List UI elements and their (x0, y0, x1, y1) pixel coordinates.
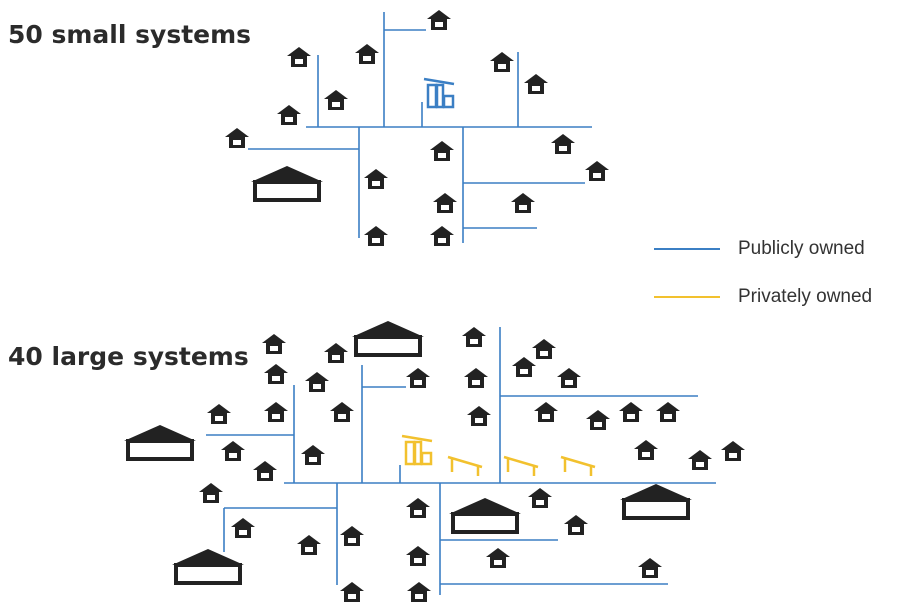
house-icon (324, 90, 348, 110)
house-icon (656, 402, 680, 422)
house-icon (462, 327, 486, 347)
house-icon (297, 535, 321, 555)
house-icon (551, 134, 575, 154)
house-icon (490, 52, 514, 72)
house-icon (262, 334, 286, 354)
solar-panel-icon (502, 455, 540, 478)
legend-public: Publicly owned (654, 238, 865, 260)
house-icon (534, 402, 558, 422)
house-icon (619, 402, 643, 422)
legend-public-label: Publicly owned (738, 238, 865, 259)
house-icon (277, 105, 301, 125)
house-icon (427, 10, 451, 30)
house-icon (430, 141, 454, 161)
house-icon (199, 483, 223, 503)
house-icon (564, 515, 588, 535)
house-icon (406, 546, 430, 566)
house-icon (287, 47, 311, 67)
house-icon (340, 526, 364, 546)
house-icon (253, 461, 277, 481)
small-systems-houses (225, 10, 609, 246)
house-icon (207, 404, 231, 424)
house-icon (264, 402, 288, 422)
house-icon (634, 440, 658, 460)
house-icon (511, 193, 535, 213)
house-icon (324, 343, 348, 363)
house-icon (586, 410, 610, 430)
small-systems-network (248, 12, 592, 243)
house-icon (305, 372, 329, 392)
house-icon (464, 368, 488, 388)
house-icon (355, 44, 379, 64)
house-icon (486, 548, 510, 568)
large-building-icon (618, 482, 694, 520)
solar-panel-icon (559, 455, 597, 478)
large-building-icon (350, 319, 426, 357)
house-icon (688, 450, 712, 470)
house-icon (721, 441, 745, 461)
house-icon (264, 364, 288, 384)
large-building-icon (122, 423, 198, 461)
large-systems-public-network (206, 327, 716, 595)
solar-panel-icon (446, 455, 484, 478)
house-icon (585, 161, 609, 181)
house-icon (512, 357, 536, 377)
house-icon (532, 339, 556, 359)
large-building-icon (249, 164, 325, 202)
treatment-plant-icon (422, 77, 456, 109)
house-icon (528, 488, 552, 508)
house-icon (221, 441, 245, 461)
treatment-plant-icon (400, 434, 434, 466)
large-building-icon (447, 496, 523, 534)
house-icon (524, 74, 548, 94)
house-icon (557, 368, 581, 388)
house-icon (406, 368, 430, 388)
house-icon (406, 498, 430, 518)
large-building-icon (170, 547, 246, 585)
house-icon (330, 402, 354, 422)
legend-private-label: Privately owned (738, 286, 873, 307)
large-systems-title: 40 large systems (8, 342, 249, 371)
house-icon (638, 558, 662, 578)
house-icon (225, 128, 249, 148)
legend-public-swatch (654, 248, 720, 250)
house-icon (340, 582, 364, 602)
legend-private: Privately owned (654, 286, 872, 308)
house-icon (407, 582, 431, 602)
house-icon (467, 406, 491, 426)
house-icon (231, 518, 255, 538)
legend-private-swatch (654, 296, 720, 298)
house-icon (364, 226, 388, 246)
house-icon (430, 226, 454, 246)
large-systems-private-facilities (400, 434, 597, 478)
house-icon (364, 169, 388, 189)
house-icon (433, 193, 457, 213)
house-icon (301, 445, 325, 465)
small-systems-title: 50 small systems (8, 20, 252, 49)
